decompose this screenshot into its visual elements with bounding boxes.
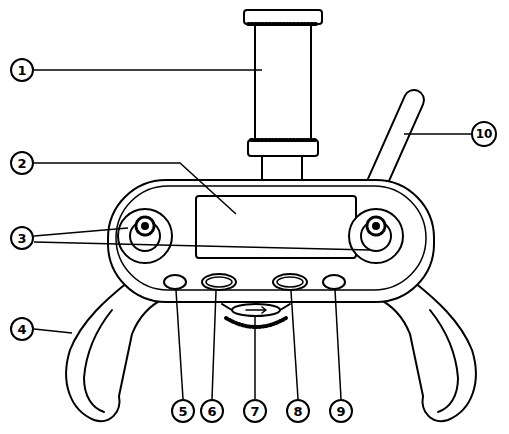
holder-teeth	[251, 138, 315, 142]
joystick-base	[349, 209, 403, 263]
callout-number: 1	[17, 64, 26, 77]
usb-grip	[226, 318, 286, 327]
callout-circle	[11, 59, 33, 81]
grip	[66, 282, 165, 421]
holder-panel	[255, 18, 311, 150]
button	[323, 275, 345, 289]
callout-circle	[330, 400, 352, 422]
button	[164, 275, 186, 289]
callout-circle	[287, 400, 309, 422]
callout-circle	[244, 400, 266, 422]
leader-line	[212, 291, 216, 399]
callout-circle	[11, 227, 33, 249]
holder-teeth	[248, 22, 318, 26]
leader-line	[335, 290, 341, 399]
joystick-center	[142, 223, 148, 229]
leader-line	[404, 133, 472, 135]
joystick-center	[373, 223, 379, 229]
leader-line	[34, 329, 72, 333]
usb-port	[232, 304, 280, 316]
grip-detail	[430, 310, 458, 412]
callout-number: 10	[476, 128, 493, 140]
callout-circle	[11, 318, 33, 340]
leader-line	[34, 228, 128, 236]
leader-line	[34, 242, 370, 250]
leader-line	[254, 317, 256, 399]
leader-line	[34, 69, 262, 71]
callout-circle	[172, 400, 194, 422]
usb-housing	[222, 304, 290, 316]
leader-line	[34, 163, 236, 214]
callout-circle	[11, 152, 33, 174]
joystick-knob	[136, 217, 154, 235]
holder-bottom-clamp	[248, 140, 318, 156]
antenna	[374, 100, 414, 190]
callout-number: 7	[250, 405, 259, 418]
callout-number: 8	[293, 405, 302, 418]
callout-number: 4	[17, 323, 26, 336]
button-inner	[277, 277, 303, 287]
button	[273, 274, 307, 290]
callout-number: 5	[178, 405, 187, 418]
holder-top-clamp	[244, 10, 322, 24]
grip-detail	[84, 310, 112, 412]
controller-body	[108, 180, 434, 302]
leader-line	[176, 290, 183, 399]
callout-circle	[201, 400, 223, 422]
body-bevel	[116, 186, 426, 290]
grip	[377, 282, 476, 421]
button-inner	[206, 277, 232, 287]
callout-number: 3	[17, 232, 26, 245]
button	[202, 274, 236, 290]
joystick-base	[118, 209, 172, 263]
callout-number: 2	[17, 157, 26, 170]
leader-line	[291, 291, 298, 399]
joystick-knob	[367, 217, 385, 235]
callout-number: 6	[207, 405, 216, 418]
callout-number: 9	[336, 405, 345, 418]
antenna-fill	[374, 100, 414, 190]
usb-symbol	[246, 307, 266, 313]
leader-lines	[34, 70, 472, 399]
callout-circle	[472, 122, 496, 146]
